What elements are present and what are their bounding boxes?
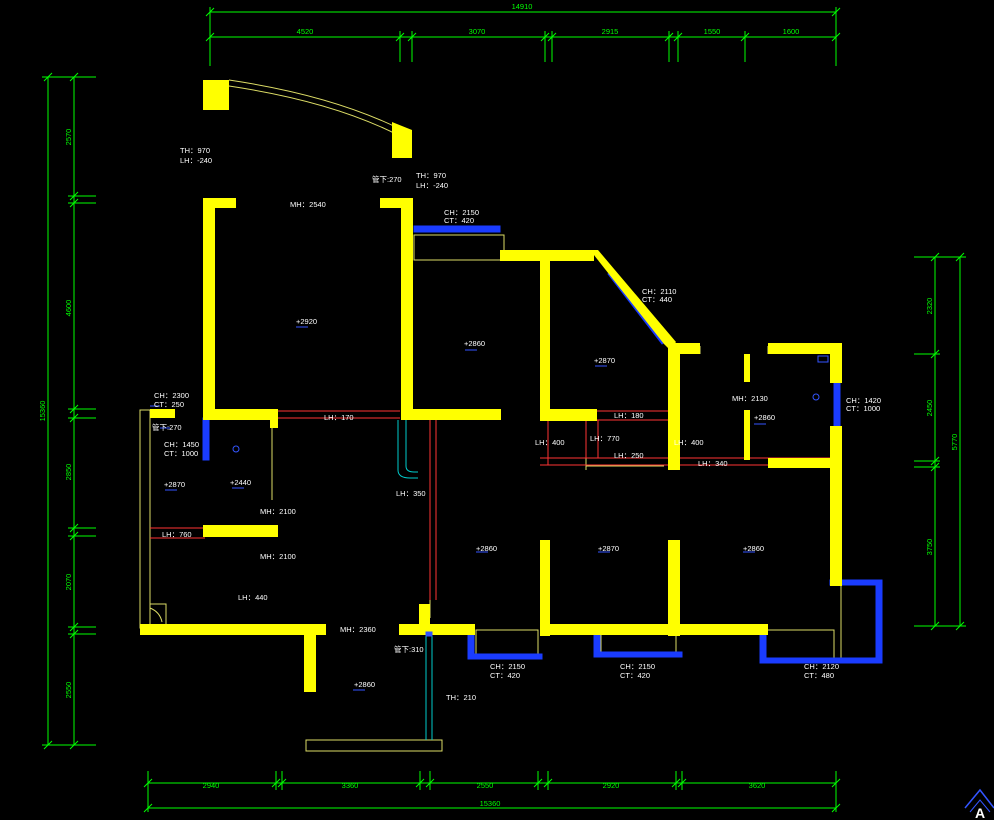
note-ch2150-top: CH：2150 xyxy=(444,208,479,217)
note-ch1420: CH：1420 xyxy=(846,396,881,405)
note-mh2100-a: MH：2100 xyxy=(260,507,296,516)
note-ct420-top: CT：420 xyxy=(444,216,474,225)
dim-top-4: 1550 xyxy=(704,27,721,36)
note-pipe-270-b: 管下:270 xyxy=(152,422,182,432)
dim-right-2: 2450 xyxy=(925,400,934,417)
note-mh2130: MH：2130 xyxy=(732,394,768,403)
view-marker-label: A xyxy=(975,805,985,820)
note-ct420-c: CT：420 xyxy=(620,671,650,680)
note-ct480: CT：480 xyxy=(804,671,834,680)
note-ct420-b: CT：420 xyxy=(490,671,520,680)
note-ch2300: CH：2300 xyxy=(154,391,189,400)
dim-left-2: 4600 xyxy=(64,300,73,317)
note-ch2120: CH：2120 xyxy=(804,662,839,671)
note-lh250: LH：250 xyxy=(614,451,644,460)
level-2860-c: +2860 xyxy=(476,544,497,553)
dim-top-total: 14910 xyxy=(512,2,533,11)
dim-top-1: 4520 xyxy=(297,27,314,36)
note-ch1450: CH：1450 xyxy=(164,440,199,449)
level-2860-e: +2860 xyxy=(354,680,375,689)
walls xyxy=(140,80,842,692)
annotations: TH：970 LH：-240 TH：970 LH：-240 管下:270 MH：… xyxy=(152,146,881,702)
note-ct1000-a: CT：1000 xyxy=(164,449,198,458)
dim-top-2: 3070 xyxy=(469,27,486,36)
note-lh770: LH：770 xyxy=(590,434,620,443)
note-lh-240-b: LH：-240 xyxy=(416,181,448,190)
note-th970-a: TH：970 xyxy=(180,146,210,155)
dim-bottom-1: 2940 xyxy=(203,781,220,790)
level-2870-a: +2870 xyxy=(594,356,615,365)
note-lh-240-a: LH：-240 xyxy=(180,156,212,165)
note-lh440: LH：440 xyxy=(238,593,268,602)
dim-top-5: 1600 xyxy=(783,27,800,36)
note-ch2150-c: CH：2150 xyxy=(620,662,655,671)
pipe-lines xyxy=(397,420,433,740)
note-th970-b: TH：970 xyxy=(416,171,446,180)
dim-bottom-3: 2550 xyxy=(477,781,494,790)
note-mh2360: MH：2360 xyxy=(340,625,376,634)
level-2440: +2440 xyxy=(230,478,251,487)
level-2860-d: +2860 xyxy=(743,544,764,553)
note-ct1000-b: CT：1000 xyxy=(846,404,880,413)
dim-left-3: 2850 xyxy=(64,464,73,481)
ceiling-markers xyxy=(150,326,829,691)
note-ct250: CT：250 xyxy=(154,400,184,409)
note-lh400-b: LH：400 xyxy=(674,438,704,447)
note-ch2110: CH：2110 xyxy=(642,287,676,296)
dim-right-3: 3750 xyxy=(925,539,934,556)
note-lh170: LH：170 xyxy=(324,413,354,422)
note-lh400-a: LH：400 xyxy=(535,438,565,447)
dim-bottom-4: 2920 xyxy=(603,781,620,790)
dim-right-total: 5770 xyxy=(950,434,959,451)
level-2920: +2920 xyxy=(296,317,317,326)
dim-left-total: 15360 xyxy=(38,401,47,422)
note-pipe-270-a: 管下:270 xyxy=(372,174,402,184)
note-mh2540: MH：2540 xyxy=(290,200,326,209)
note-lh350: LH：350 xyxy=(396,489,426,498)
dim-left-5: 2550 xyxy=(64,682,73,699)
dim-bottom-5: 3620 xyxy=(749,781,766,790)
note-th210: TH：210 xyxy=(446,693,476,702)
dim-bottom-total: 15360 xyxy=(480,799,501,808)
level-2860-b: +2860 xyxy=(754,413,775,422)
dim-left-1: 2570 xyxy=(64,129,73,146)
dimension-lines xyxy=(42,7,966,813)
dimension-labels: 14910 4520 3070 2915 1550 1600 2940 3360… xyxy=(38,2,959,808)
beam-lines xyxy=(150,410,830,600)
level-2860-a: +2860 xyxy=(464,339,485,348)
note-mh2100-b: MH：2100 xyxy=(260,552,296,561)
view-marker-icon: A xyxy=(964,788,994,820)
dim-right-1: 2320 xyxy=(925,298,934,315)
level-2870-c: +2870 xyxy=(598,544,619,553)
dim-left-4: 2070 xyxy=(64,574,73,591)
note-ct440: CT：440 xyxy=(642,295,672,304)
level-2870-b: +2870 xyxy=(164,480,185,489)
dim-top-3: 2915 xyxy=(602,27,619,36)
note-lh180: LH：180 xyxy=(614,411,644,420)
note-pipe-310: 管下:310 xyxy=(394,644,424,654)
note-ch2150-b: CH：2150 xyxy=(490,662,525,671)
note-lh760: LH：760 xyxy=(162,530,192,539)
dim-bottom-2: 3360 xyxy=(342,781,359,790)
note-lh340: LH：340 xyxy=(698,459,728,468)
